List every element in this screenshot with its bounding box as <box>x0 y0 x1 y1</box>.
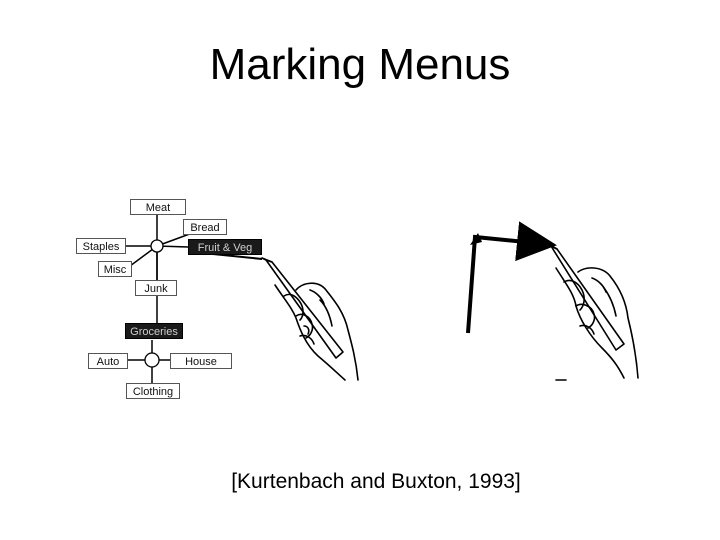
citation: [Kurtenbach and Buxton, 1993] <box>0 470 720 494</box>
